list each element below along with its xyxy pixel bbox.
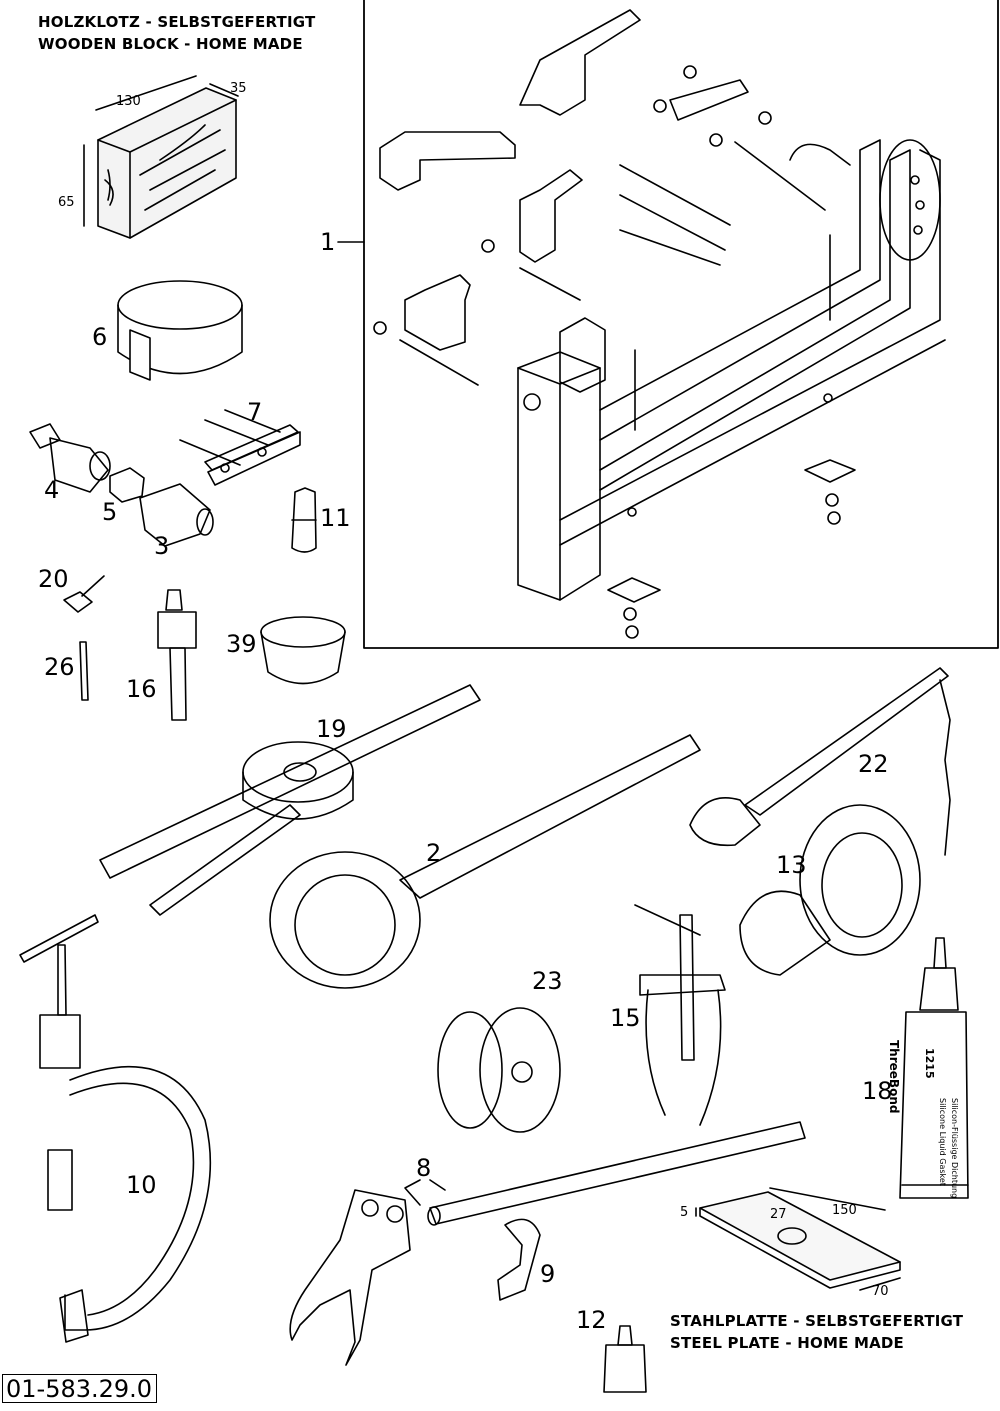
screw-20-drawing	[63, 575, 105, 613]
tool-7-drawing	[179, 409, 301, 486]
part-label-8: 8	[416, 1154, 432, 1182]
part-label-7: 7	[247, 398, 263, 426]
steel-plate-drawing	[695, 1187, 901, 1291]
part-label-4: 4	[44, 476, 60, 504]
part-label-15: 15	[610, 1004, 641, 1032]
tube-label-code: 1215	[923, 1048, 936, 1079]
pin-26-drawing	[79, 641, 89, 701]
tools-3-4-5-drawing	[29, 423, 214, 547]
part-label-13: 13	[776, 851, 807, 879]
tool-2-drawing	[269, 734, 701, 989]
part-label-11: 11	[320, 504, 351, 532]
steel-plate-dim-thickness: 5	[680, 1205, 689, 1220]
part-label-2: 2	[426, 839, 442, 867]
part-label-5: 5	[102, 498, 118, 526]
tools-8-9-drawing	[289, 1121, 806, 1366]
steel-plate-dim-hole: 27	[770, 1207, 787, 1222]
part-number: 01-583.29.0	[2, 1374, 158, 1403]
tool-10-drawing	[19, 914, 212, 1343]
part-label-10: 10	[126, 1171, 157, 1199]
part-label-3: 3	[154, 532, 170, 560]
steel-plate-caption-en: STEEL PLATE - HOME MADE	[670, 1334, 904, 1352]
tool-19-drawing	[99, 684, 481, 916]
part-label-19: 19	[316, 715, 347, 743]
wooden-block-caption-en: WOODEN BLOCK - HOME MADE	[38, 35, 303, 53]
puller-16-drawing	[157, 589, 197, 721]
steel-plate-dim-length: 150	[832, 1203, 857, 1218]
wooden-block-dim-length: 130	[116, 94, 141, 109]
steel-plate-dim-width: 70	[872, 1284, 889, 1299]
part-label-12: 12	[576, 1306, 607, 1334]
tube-18-drawing	[899, 937, 969, 1199]
bottle-11-drawing	[291, 487, 317, 553]
part-label-23: 23	[532, 967, 563, 995]
wooden-block-drawing	[83, 75, 239, 239]
cup-39-drawing	[260, 616, 346, 685]
wooden-block-dim-height: 65	[58, 195, 75, 210]
part-label-26: 26	[44, 653, 75, 681]
part-label-39: 39	[226, 630, 257, 658]
tool-13-drawing	[739, 804, 921, 976]
part-label-1: 1	[320, 228, 336, 256]
engine-stand-frame-box	[363, 0, 999, 649]
wooden-block-dim-width: 35	[230, 81, 247, 96]
tube-label-brand: ThreeBond	[887, 1040, 901, 1114]
puller-15-drawing	[634, 904, 726, 1126]
part-label-6: 6	[92, 323, 108, 351]
part-label-16: 16	[126, 675, 157, 703]
tube-label-line2: Silicon-Flüssige Dichtung	[950, 1098, 959, 1199]
ring-6-drawing	[117, 280, 243, 381]
part-label-20: 20	[38, 565, 69, 593]
part-label-18: 18	[862, 1077, 893, 1105]
tool-22-drawing	[689, 667, 951, 856]
engine-stand-drawing	[373, 9, 946, 639]
part-label-22: 22	[858, 750, 889, 778]
tool-23-drawing	[437, 1007, 561, 1133]
tube-label-line1: Silicone Liquid Gasket	[938, 1098, 947, 1186]
steel-plate-caption-de: STAHLPLATTE - SELBSTGEFERTIGT	[670, 1312, 964, 1330]
bottle-12-drawing	[603, 1325, 647, 1393]
part-label-9: 9	[540, 1260, 556, 1288]
wooden-block-caption-de: HOLZKLOTZ - SELBSTGEFERTIGT	[38, 13, 316, 31]
